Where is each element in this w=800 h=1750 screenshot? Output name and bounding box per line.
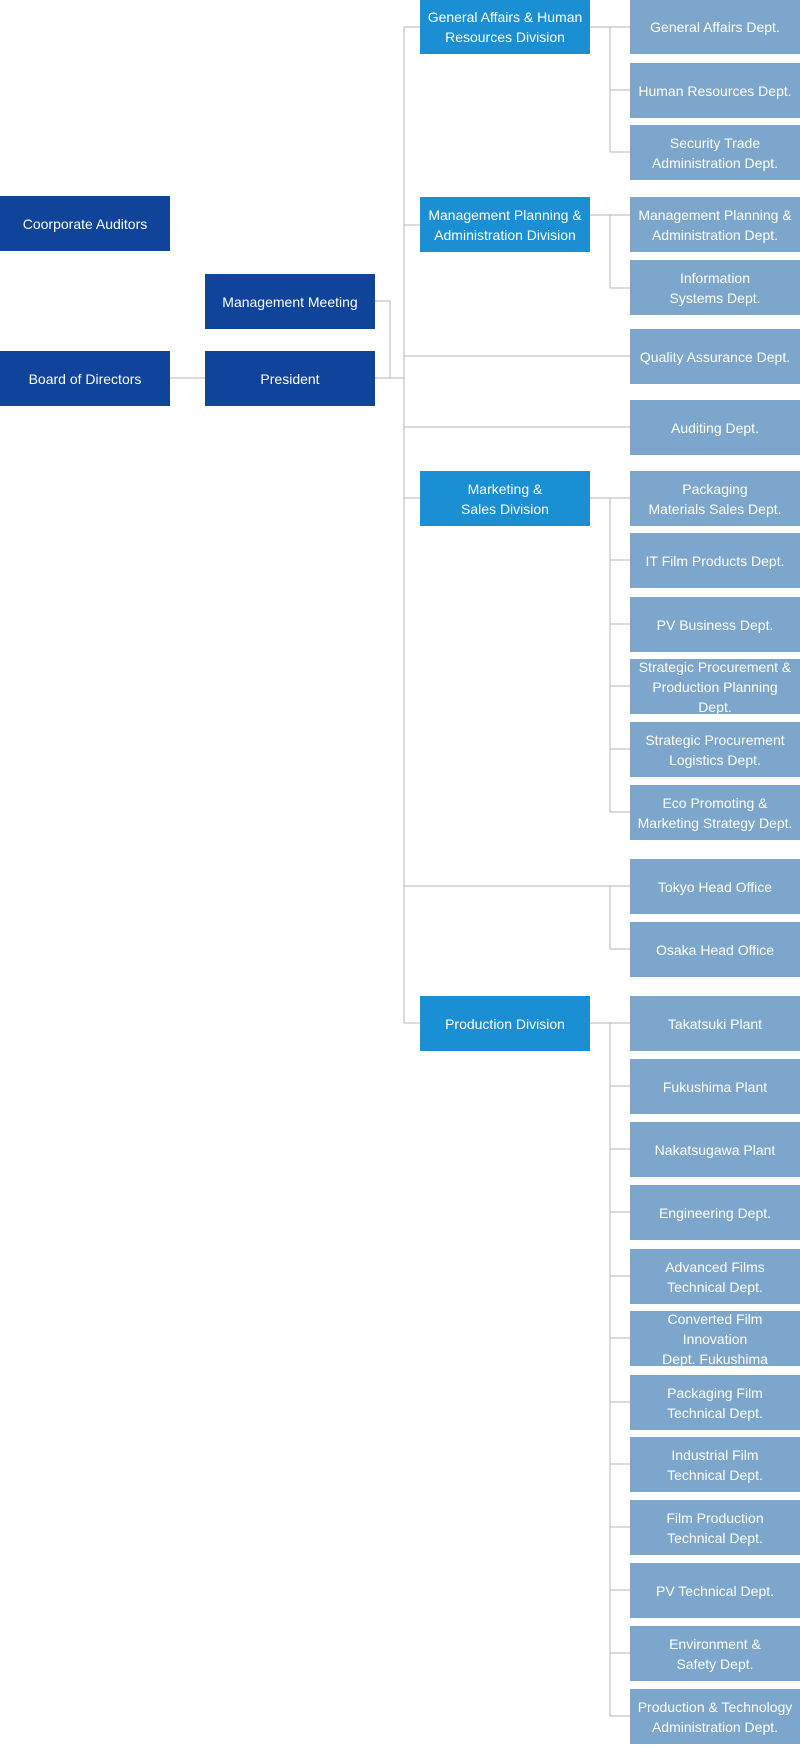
president-box: President [205,351,375,406]
auditing-dept-box: Auditing Dept. [630,400,800,455]
converted-film-innovation-dept-box: Converted Film Innovation Dept. Fukushim… [630,1311,800,1367]
packaging-materials-sales-dept-box: Packaging Materials Sales Dept. [630,471,800,526]
human-resources-dept-box: Human Resources Dept. [630,63,800,118]
pv-technical-dept-box: PV Technical Dept. [630,1563,800,1618]
packaging-film-technical-dept-box: Packaging Film Technical Dept. [630,1375,800,1430]
strategic-procurement-logistics-dept-box: Strategic Procurement Logistics Dept. [630,722,800,777]
production-technology-admin-dept-box: Production & Technology Administration D… [630,1689,800,1744]
eco-promoting-dept-box: Eco Promoting & Marketing Strategy Dept. [630,785,800,840]
security-trade-admin-dept-box: Security Trade Administration Dept. [630,125,800,180]
information-systems-dept-box: Information Systems Dept. [630,260,800,315]
pv-business-dept-box: PV Business Dept. [630,597,800,652]
industrial-film-technical-dept-box: Industrial Film Technical Dept. [630,1437,800,1492]
advanced-films-technical-dept-box: Advanced Films Technical Dept. [630,1249,800,1304]
general-affairs-dept-box: General Affairs Dept. [630,0,800,54]
marketing-sales-division-box: Marketing & Sales Division [420,471,590,526]
tokyo-head-office-box: Tokyo Head Office [630,859,800,914]
takatsuki-plant-box: Takatsuki Plant [630,996,800,1051]
corporate-auditors-box: Coorporate Auditors [0,196,170,251]
general-affairs-hr-division-box: General Affairs & Human Resources Divisi… [420,0,590,54]
fukushima-plant-box: Fukushima Plant [630,1059,800,1114]
management-meeting-box: Management Meeting [205,274,375,329]
strategic-procurement-planning-dept-box: Strategic Procurement & Production Plann… [630,659,800,715]
film-production-technical-dept-box: Film Production Technical Dept. [630,1500,800,1555]
it-film-products-dept-box: IT Film Products Dept. [630,533,800,588]
board-of-directors-box: Board of Directors [0,351,170,406]
management-planning-division-box: Management Planning & Administration Div… [420,197,590,252]
osaka-head-office-box: Osaka Head Office [630,922,800,977]
engineering-dept-box: Engineering Dept. [630,1185,800,1240]
nakatsugawa-plant-box: Nakatsugawa Plant [630,1122,800,1177]
quality-assurance-dept-box: Quality Assurance Dept. [630,329,800,384]
production-division-box: Production Division [420,996,590,1051]
environment-safety-dept-box: Environment & Safety Dept. [630,1626,800,1681]
mgmt-planning-admin-dept-box: Management Planning & Administration Dep… [630,197,800,252]
